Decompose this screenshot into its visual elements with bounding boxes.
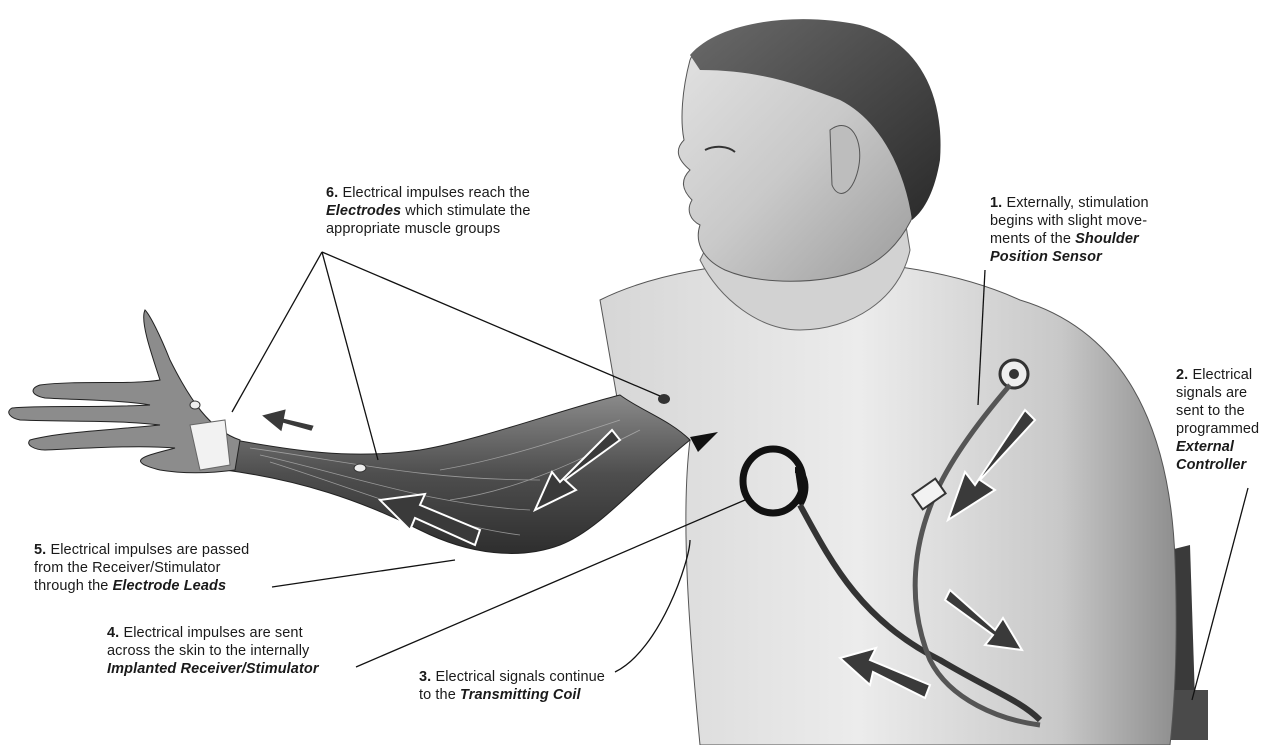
step-5-line-3: through the [34, 578, 108, 594]
step-5-line-1: Electrical impulses are passed [50, 542, 249, 558]
step-3-line-2: to the [419, 687, 456, 703]
step-2-number: 2. [1176, 367, 1188, 383]
step-1-line-1: Externally, stimulation [1006, 195, 1148, 211]
label-step-5: 5. Electrical impulses are passed from t… [34, 541, 249, 595]
step-2-line-3: sent to the [1176, 402, 1259, 420]
step-2-term-b: Controller [1176, 456, 1259, 474]
step-6-term: Electrodes [326, 203, 401, 219]
label-step-2: 2. Electrical signals are sent to the pr… [1176, 366, 1259, 474]
step-5-term: Electrode Leads [113, 578, 227, 594]
electrode-wrist [190, 401, 200, 409]
electrode-forearm [354, 464, 366, 472]
step-6-line-1: Electrical impulses reach the [342, 185, 529, 201]
step-1-term-a: Shoulder [1075, 231, 1139, 247]
step-3-line-1: Electrical signals continue [435, 669, 605, 685]
step-3-number: 3. [419, 669, 431, 685]
label-step-1: 1. Externally, stimulation begins with s… [990, 194, 1149, 266]
step-5-line-2: from the Receiver/Stimulator [34, 559, 249, 577]
step-1-term-b: Position Sensor [990, 248, 1149, 266]
step-1-line-2: begins with slight move- [990, 212, 1149, 230]
step-4-line-2: across the skin to the internally [107, 642, 319, 660]
step-6-line-3: appropriate muscle groups [326, 220, 531, 238]
step-2-term-a: External [1176, 438, 1259, 456]
step-2-line-1: Electrical [1192, 367, 1252, 383]
step-4-term: Implanted Receiver/Stimulator [107, 660, 319, 678]
step-4-line-1: Electrical impulses are sent [123, 625, 302, 641]
step-2-line-2: signals are [1176, 384, 1259, 402]
label-step-4: 4. Electrical impulses are sent across t… [107, 624, 319, 678]
arrow-hand [260, 408, 315, 433]
label-step-6: 6. Electrical impulses reach the Electro… [326, 184, 531, 238]
step-5-number: 5. [34, 542, 46, 558]
step-3-term: Transmitting Coil [460, 687, 581, 703]
step-1-number: 1. [990, 195, 1002, 211]
step-1-line-3: ments of the [990, 231, 1071, 247]
step-6-line-2: which stimulate the [405, 203, 530, 219]
step-6-number: 6. [326, 185, 338, 201]
step-2-line-4: programmed [1176, 420, 1259, 438]
step-4-number: 4. [107, 625, 119, 641]
label-step-3: 3. Electrical signals continue to the Tr… [419, 668, 605, 704]
